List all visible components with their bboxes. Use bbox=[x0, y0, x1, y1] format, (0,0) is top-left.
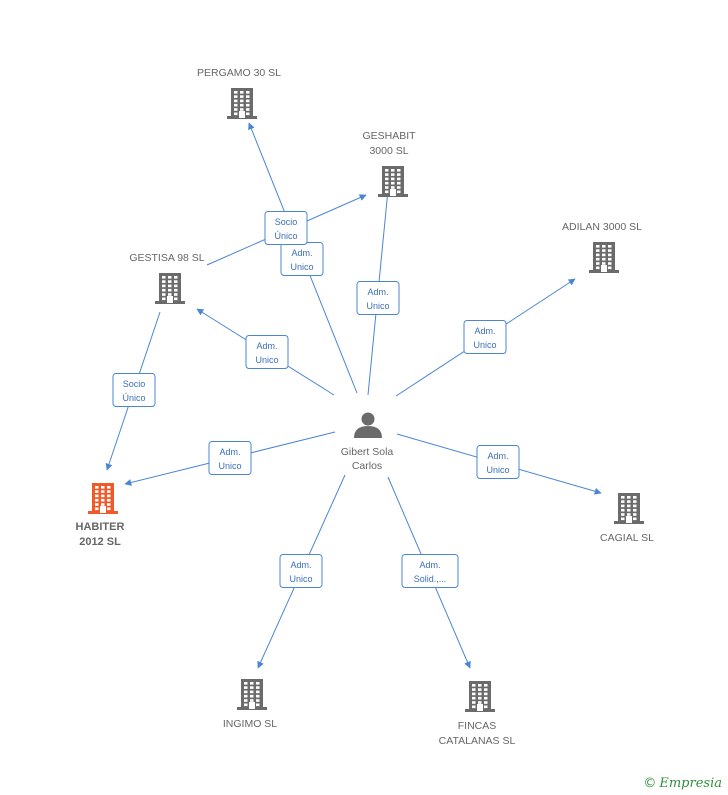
copyright-icon: © bbox=[643, 776, 657, 791]
person-icon bbox=[354, 412, 382, 438]
relation-role: Unico bbox=[255, 355, 278, 365]
relation-label-box bbox=[112, 373, 156, 407]
relation-role: Adm. bbox=[219, 447, 240, 457]
relation-role: Socio bbox=[123, 379, 146, 389]
building-icon bbox=[88, 483, 118, 514]
relation-label[interactable]: Adm. Unico bbox=[463, 320, 507, 354]
person-name: Carlos bbox=[352, 460, 382, 472]
person-name: Gibert Sola bbox=[341, 446, 394, 458]
relation-label-box bbox=[356, 281, 400, 315]
company-name: CAGIAL SL bbox=[600, 532, 654, 544]
relation-role: Adm. bbox=[487, 451, 508, 461]
relation-role: Adm. bbox=[290, 560, 311, 570]
relation-role: Unico bbox=[486, 465, 509, 475]
relation-label-box bbox=[401, 554, 459, 588]
company-node-gestisa[interactable]: GESTISA 98 SL bbox=[129, 252, 205, 304]
company-name: FINCAS bbox=[458, 720, 497, 732]
relation-label-box bbox=[463, 320, 507, 354]
relation-role: Adm. bbox=[291, 248, 312, 258]
company-name: 3000 SL bbox=[369, 145, 408, 157]
relation-role: Adm. bbox=[256, 341, 277, 351]
relation-role: Unico bbox=[289, 574, 312, 584]
company-node-cagial[interactable]: CAGIAL SL bbox=[600, 493, 654, 544]
relation-role: Adm. bbox=[474, 326, 495, 336]
edge-labels-layer: Adm.UnicoAdm.UnicoAdm.UnicoAdm.UnicoAdm.… bbox=[112, 211, 520, 588]
relation-label[interactable]: Adm. Unico bbox=[280, 242, 324, 276]
building-icon bbox=[589, 242, 619, 273]
brand-logo: Empresia bbox=[659, 776, 722, 791]
relation-role: Único bbox=[274, 231, 297, 241]
company-name: 2012 SL bbox=[79, 536, 121, 548]
relation-label-box bbox=[264, 211, 308, 245]
relation-label[interactable]: Adm. Unico bbox=[279, 554, 323, 588]
company-name: INGIMO SL bbox=[223, 718, 277, 730]
relation-role: Único bbox=[122, 393, 145, 403]
building-icon bbox=[237, 679, 267, 710]
company-node-fincas[interactable]: FINCAS CATALANAS SL bbox=[439, 681, 516, 747]
company-node-geshabit[interactable]: GESHABIT 3000 SL bbox=[362, 130, 416, 197]
relation-role: Adm. bbox=[367, 287, 388, 297]
copyright-notice[interactable]: ©Empresia bbox=[643, 776, 722, 791]
building-icon bbox=[227, 88, 257, 119]
relation-role: Adm. bbox=[419, 560, 440, 570]
company-name: PERGAMO 30 SL bbox=[197, 67, 281, 79]
relation-label[interactable]: Adm. Unico bbox=[245, 335, 289, 369]
company-node-pergamo[interactable]: PERGAMO 30 SL bbox=[197, 67, 281, 119]
relation-label[interactable]: Adm. Unico bbox=[356, 281, 400, 315]
relation-role: Unico bbox=[218, 461, 241, 471]
company-name: ADILAN 3000 SL bbox=[562, 221, 642, 233]
relation-role: Unico bbox=[473, 340, 496, 350]
relation-label[interactable]: Adm. Unico bbox=[208, 441, 252, 475]
relation-role: Solid.,... bbox=[414, 574, 447, 584]
company-name: HABITER bbox=[76, 521, 125, 533]
relation-role: Unico bbox=[290, 262, 313, 272]
edges-layer bbox=[105, 122, 602, 669]
relation-label[interactable]: Adm. Unico bbox=[476, 445, 520, 479]
building-icon bbox=[155, 273, 185, 304]
building-icon bbox=[378, 166, 408, 197]
relation-label-box bbox=[208, 441, 252, 475]
relation-label-box bbox=[476, 445, 520, 479]
company-node-ingimo[interactable]: INGIMO SL bbox=[223, 679, 277, 730]
company-name: CATALANAS SL bbox=[439, 735, 516, 747]
relation-role: Unico bbox=[366, 301, 389, 311]
building-icon bbox=[465, 681, 495, 712]
company-name: GESTISA 98 SL bbox=[129, 252, 204, 264]
company-node-habiter[interactable]: HABITER 2012 SL bbox=[76, 483, 125, 548]
relation-label[interactable]: Adm. Solid.,... bbox=[401, 554, 459, 588]
relation-label-box bbox=[279, 554, 323, 588]
company-name: GESHABIT bbox=[362, 130, 416, 142]
relation-label-box bbox=[245, 335, 289, 369]
company-node-adilan[interactable]: ADILAN 3000 SL bbox=[562, 221, 642, 273]
building-icon bbox=[614, 493, 644, 524]
relation-role: Socio bbox=[275, 217, 298, 227]
